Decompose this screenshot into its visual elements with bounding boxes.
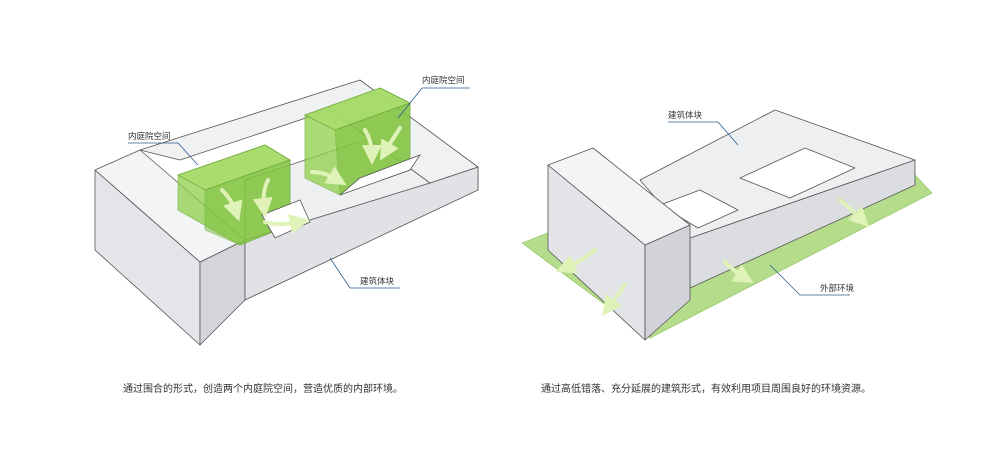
right-leader-lines — [668, 121, 850, 296]
left-label-building: 建筑体块 — [360, 276, 395, 287]
left-label-courtyard-1: 内庭院空间 — [128, 131, 171, 142]
right-diagram: 建筑体块 外部环境 — [521, 109, 933, 341]
left-courtyard-volume-2 — [303, 87, 422, 196]
left-leader-lines — [128, 87, 470, 289]
left-diagram: 内庭院空间 内庭院空间 建筑体块 — [94, 75, 479, 346]
right-airflow-arrows — [555, 198, 870, 317]
right-label-environment: 外部环境 — [820, 283, 855, 294]
right-caption: 通过高低错落、充分延展的建筑形式，有效利用项目周围良好的环境资源。 — [541, 384, 871, 395]
right-label-building: 建筑体块 — [668, 110, 703, 121]
left-airflow-arrows — [220, 126, 402, 234]
left-label-courtyard-2: 内庭院空间 — [422, 75, 465, 86]
left-caption: 通过围合的形式，创造两个内庭院空间，营造优质的内部环境。 — [123, 384, 403, 395]
